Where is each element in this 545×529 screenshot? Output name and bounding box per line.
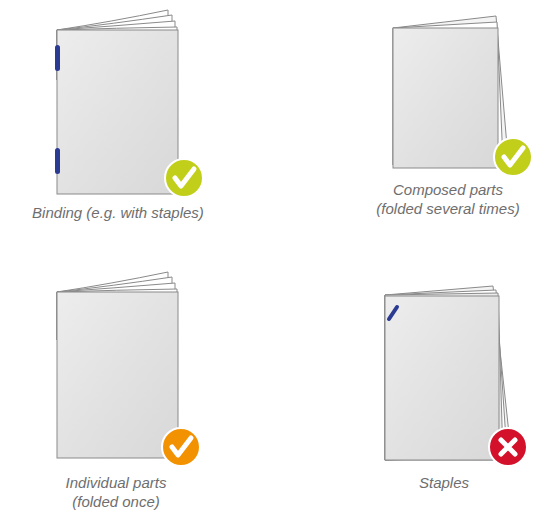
staple <box>55 45 60 71</box>
cross-badge <box>489 428 527 466</box>
bound-booklet <box>55 10 203 197</box>
check-badge <box>165 159 203 197</box>
staple <box>389 307 397 319</box>
folded-booklet <box>393 16 532 176</box>
check-mark <box>172 438 191 455</box>
stapled-sheets <box>385 286 527 466</box>
caption: Composed parts (folded several times) <box>358 180 538 218</box>
caption: Individual parts (folded once) <box>31 473 201 511</box>
cover <box>393 28 498 168</box>
check-mark <box>175 169 194 186</box>
check-badge <box>494 138 532 176</box>
page <box>385 286 511 460</box>
check-badge <box>162 428 200 466</box>
cross-mark <box>501 440 515 454</box>
single-fold-booklet <box>57 272 200 466</box>
check-mark <box>504 148 523 165</box>
cover <box>57 292 178 458</box>
cover <box>385 296 499 460</box>
caption: Staples <box>369 473 519 492</box>
page <box>385 293 503 460</box>
caption: Binding (e.g. with staples) <box>3 203 233 222</box>
cover <box>57 30 178 194</box>
staple <box>55 148 60 174</box>
page <box>385 290 507 460</box>
